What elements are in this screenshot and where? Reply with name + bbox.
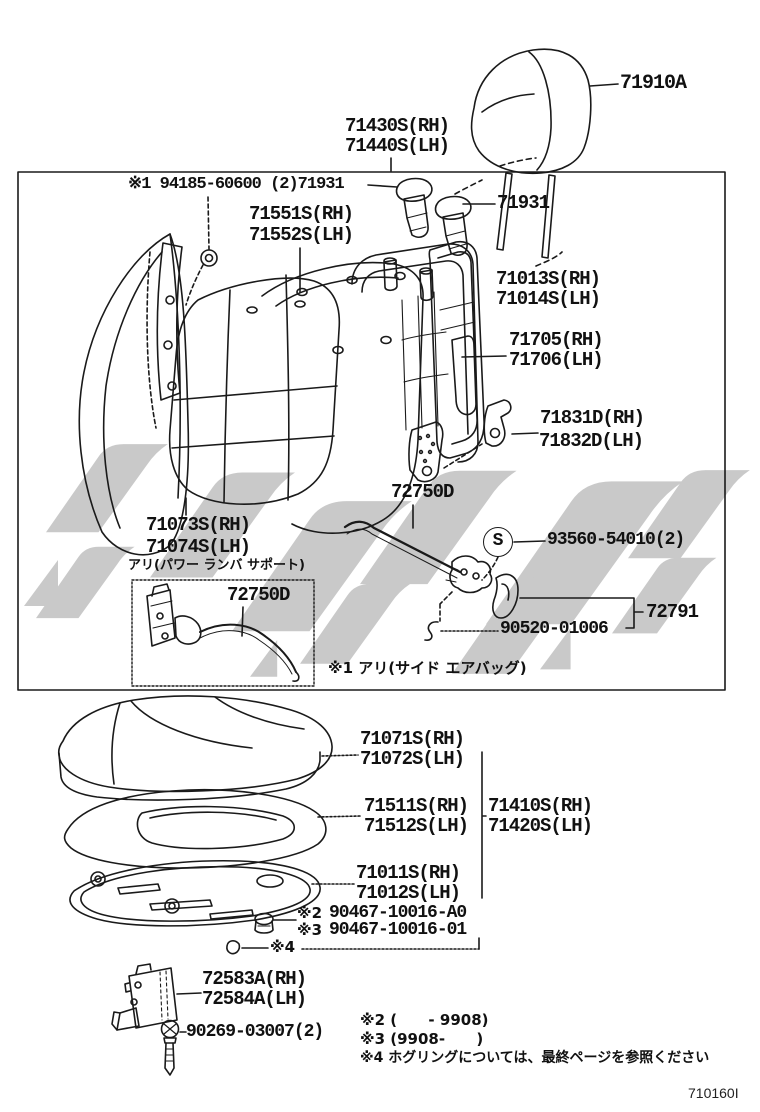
label-lumbar-rod-main: 72750D <box>391 481 454 503</box>
label-headrest-assy-rh: 71430S(RH) <box>345 115 450 137</box>
side-pad-drawing <box>78 233 190 556</box>
label-back-cover-rh: 71551S(RH) <box>249 203 354 225</box>
standard-part-symbol: S <box>483 527 513 557</box>
label-recliner-cover-lh: 71832D(LH) <box>539 430 644 452</box>
label-cushion-cover-lh: 71072S(LH) <box>360 748 465 770</box>
screw-90269-drawing <box>160 1019 187 1076</box>
label-back-frame-lh: 71014S(LH) <box>496 288 601 310</box>
label-back-pad-rh: 71073S(RH) <box>146 514 251 536</box>
label-lumbar-knob: 72791 <box>646 601 699 623</box>
lumbar-rod-drawing <box>343 504 644 641</box>
label-headrest-pad: 71910A <box>620 72 687 95</box>
note-power-lumbar: アリ(パワー ランバ サポート) <box>128 558 305 573</box>
note-side-airbag: ※1 アリ(サイド エアバッグ) <box>328 659 527 677</box>
label-airbag-sensor-rh: 72583A(RH) <box>202 968 307 990</box>
headrest-drawing <box>470 48 619 267</box>
cushion-cover-drawing <box>57 695 359 801</box>
nut-94185-drawing <box>200 249 218 267</box>
label-cushion-assy-rh: 71410S(RH) <box>488 795 593 817</box>
headrest-support-pins <box>395 177 472 256</box>
mark-note3b: ※3 <box>297 921 323 939</box>
footnote-3: ※3 (9908- ) <box>360 1030 484 1048</box>
label-airbag-sensor-lh: 72584A(LH) <box>202 988 307 1010</box>
label-nut-90467-a: 90467-10016-A0 <box>329 903 467 923</box>
nut-90467-drawing <box>254 912 297 934</box>
seatback-board-drawing <box>428 240 507 459</box>
label-nut-90467-b: 90467-10016-01 <box>329 920 467 940</box>
label-cushion-assy-lh: 71420S(LH) <box>488 815 593 837</box>
recliner-bracket-drawing <box>483 399 539 447</box>
mark-note4: ※4 <box>270 938 296 956</box>
label-recliner-cover-rh: 71831D(RH) <box>540 407 645 429</box>
label-seat-frame-rh: 71011S(RH) <box>356 862 461 884</box>
label-note1-bolt: ※1 94185-60600 (2)71931 <box>128 175 345 194</box>
seatback-pad-drawing <box>168 274 341 516</box>
cushion-pad-drawing <box>63 788 361 869</box>
lumbar-subassy-box <box>131 579 315 687</box>
label-cushion-pad-rh: 71511S(RH) <box>364 795 469 817</box>
label-cushion-cover-rh: 71071S(RH) <box>360 728 465 750</box>
watermark-logo <box>24 444 750 677</box>
label-back-board-rh: 71705(RH) <box>509 329 604 351</box>
seat-frame-pan-drawing <box>69 859 355 927</box>
footnote-4: ※4 ホグリングについては、最終ページを参照ください <box>360 1050 710 1066</box>
label-back-cover-lh: 71552S(LH) <box>249 224 354 246</box>
label-back-board-lh: 71706(LH) <box>509 349 604 371</box>
airbag-sensor-drawing <box>111 963 202 1031</box>
label-seat-frame-lh: 71012S(LH) <box>356 882 461 904</box>
label-headrest-assy-lh: 71440S(LH) <box>345 135 450 157</box>
label-back-pad-lh: 71074S(LH) <box>146 536 251 558</box>
label-cushion-pad-lh: 71512S(LH) <box>364 815 469 837</box>
label-screw-93560: 93560-54010(2) <box>547 530 685 550</box>
footnote-2: ※2 ( - 9908) <box>360 1011 489 1029</box>
mark-note2: ※2 <box>297 904 323 922</box>
label-clip-90520: 90520-01006 <box>500 619 609 639</box>
label-headrest-support: 71931 <box>497 192 550 214</box>
label-screw-90269: 90269-03007(2) <box>186 1022 324 1042</box>
seatback-section-frame <box>17 171 726 691</box>
label-back-frame-rh: 71013S(RH) <box>496 268 601 290</box>
hog-ring-clip-drawing <box>226 937 480 955</box>
label-lumbar-rod-box: 72750D <box>227 584 290 606</box>
seatback-cover-drawing <box>261 261 424 534</box>
page-code: 710160I <box>688 1085 739 1101</box>
